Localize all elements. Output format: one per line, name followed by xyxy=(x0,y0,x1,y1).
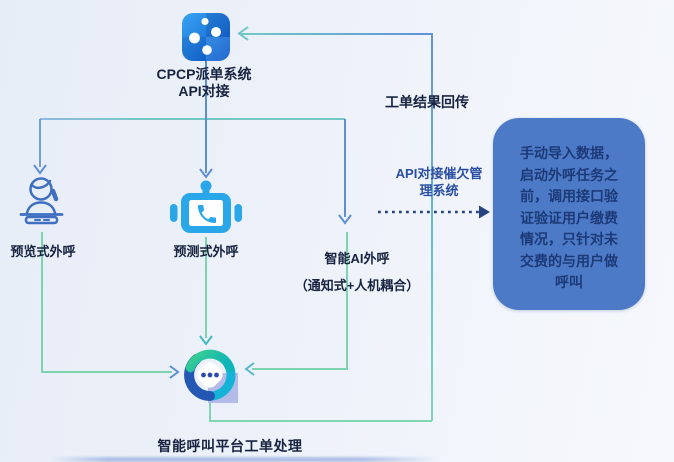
result-return-label: 工单结果回传 xyxy=(385,94,469,110)
preview-call-node xyxy=(15,174,69,232)
agent-at-desk-icon xyxy=(19,177,64,225)
app-grid-icon xyxy=(182,13,230,61)
dispatch-label-line1: CPCP派单系统 xyxy=(156,66,252,82)
preview-call-label: 预览式外呼 xyxy=(10,244,76,259)
bottom-glow-decoration xyxy=(50,457,440,462)
api-debt-label: API对接催欠管 理系统 xyxy=(382,166,496,199)
platform-node xyxy=(182,347,238,403)
api-debt-label-line2: 理系统 xyxy=(419,182,459,198)
call-platform-swirl-icon xyxy=(184,349,236,401)
api-debt-label-line1: API对接催欠管 xyxy=(395,166,483,181)
ai-call-label-line2: （通知式+人机耦合） xyxy=(294,278,420,293)
note-box: 手动导入数据，启动外呼任务之前，调用接口验证验证用户缴费情况，只针对未交费的与用… xyxy=(493,118,645,310)
platform-label: 智能呼叫平台工单处理 xyxy=(157,438,303,454)
dispatch-system-node xyxy=(182,13,230,61)
predictive-call-node xyxy=(167,179,245,237)
edge-api-dotted-arrow xyxy=(378,205,490,219)
note-box-text: 手动导入数据，启动外呼任务之前，调用接口验证验证用户缴费情况，只针对未交费的与用… xyxy=(520,145,618,290)
predictive-call-label: 预测式外呼 xyxy=(173,244,239,259)
ai-call-label-line1: 智能AI外呼 xyxy=(324,251,390,266)
dispatch-label-line2: API对接 xyxy=(178,83,230,99)
dispatch-system-label: CPCP派单系统 API对接 xyxy=(134,66,274,100)
robot-phone-icon xyxy=(170,180,242,233)
